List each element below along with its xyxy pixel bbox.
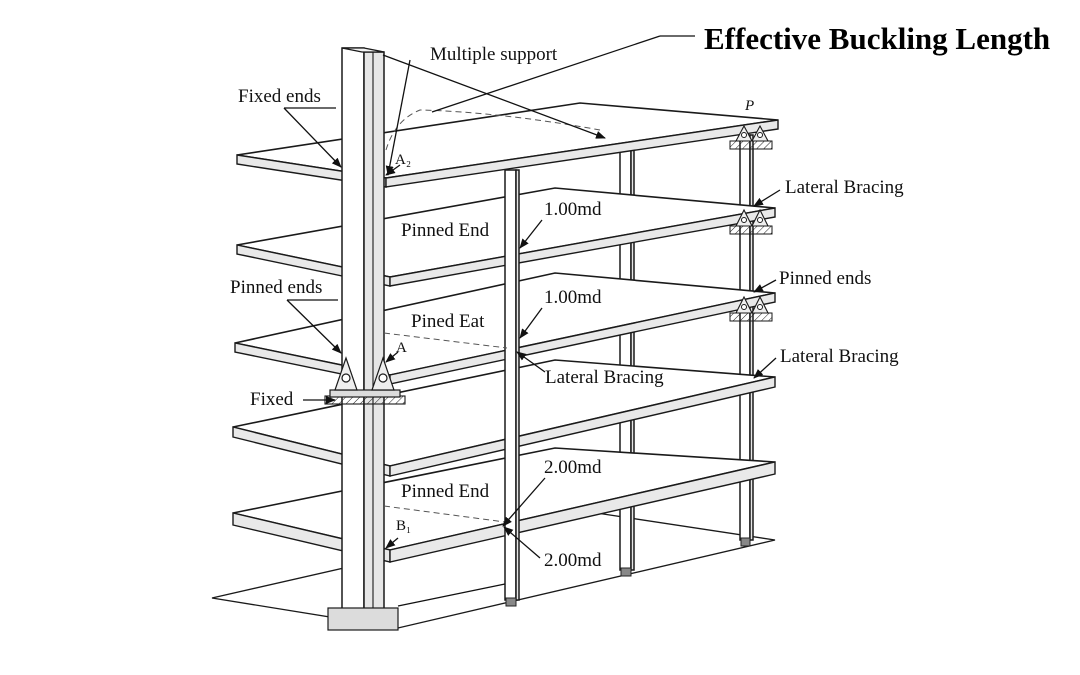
label-pinned-ends-right: Pinned ends bbox=[779, 268, 871, 289]
label-point-a2: A₂ bbox=[395, 152, 411, 168]
label-fixed-ends: Fixed ends bbox=[238, 86, 321, 107]
label-fixed: Fixed bbox=[250, 389, 294, 410]
dimension-2: 1.00md bbox=[544, 287, 602, 308]
middle-column bbox=[504, 169, 520, 607]
label-lateral-bracing-right-top: Lateral Bracing bbox=[785, 177, 904, 198]
dimension-1: 1.00md bbox=[544, 199, 602, 220]
main-column bbox=[327, 47, 399, 631]
label-pinned-ends-left: Pinned ends bbox=[230, 277, 322, 298]
right-pin-supports bbox=[729, 124, 773, 322]
fixed-support bbox=[324, 356, 406, 405]
dimension-3: 2.00md bbox=[544, 457, 602, 478]
dimension-4: 2.00md bbox=[544, 550, 602, 571]
label-lateral-bracing-mid: Lateral Bracing bbox=[545, 367, 664, 388]
label-pined-eat: Pined Eat bbox=[411, 311, 485, 332]
label-point-a: A bbox=[396, 340, 407, 356]
diagram-title: Effective Buckling Length bbox=[704, 21, 1050, 56]
label-point-b1: B₁ bbox=[396, 518, 411, 534]
label-pinned-end-bottom: Pinned End bbox=[401, 481, 490, 502]
label-lateral-bracing-right-bottom: Lateral Bracing bbox=[780, 346, 899, 367]
label-load-p: P bbox=[744, 98, 754, 114]
label-multiple-support: Multiple support bbox=[430, 44, 558, 65]
leader-lines bbox=[283, 35, 781, 607]
label-pinned-end-top: Pinned End bbox=[401, 220, 490, 241]
